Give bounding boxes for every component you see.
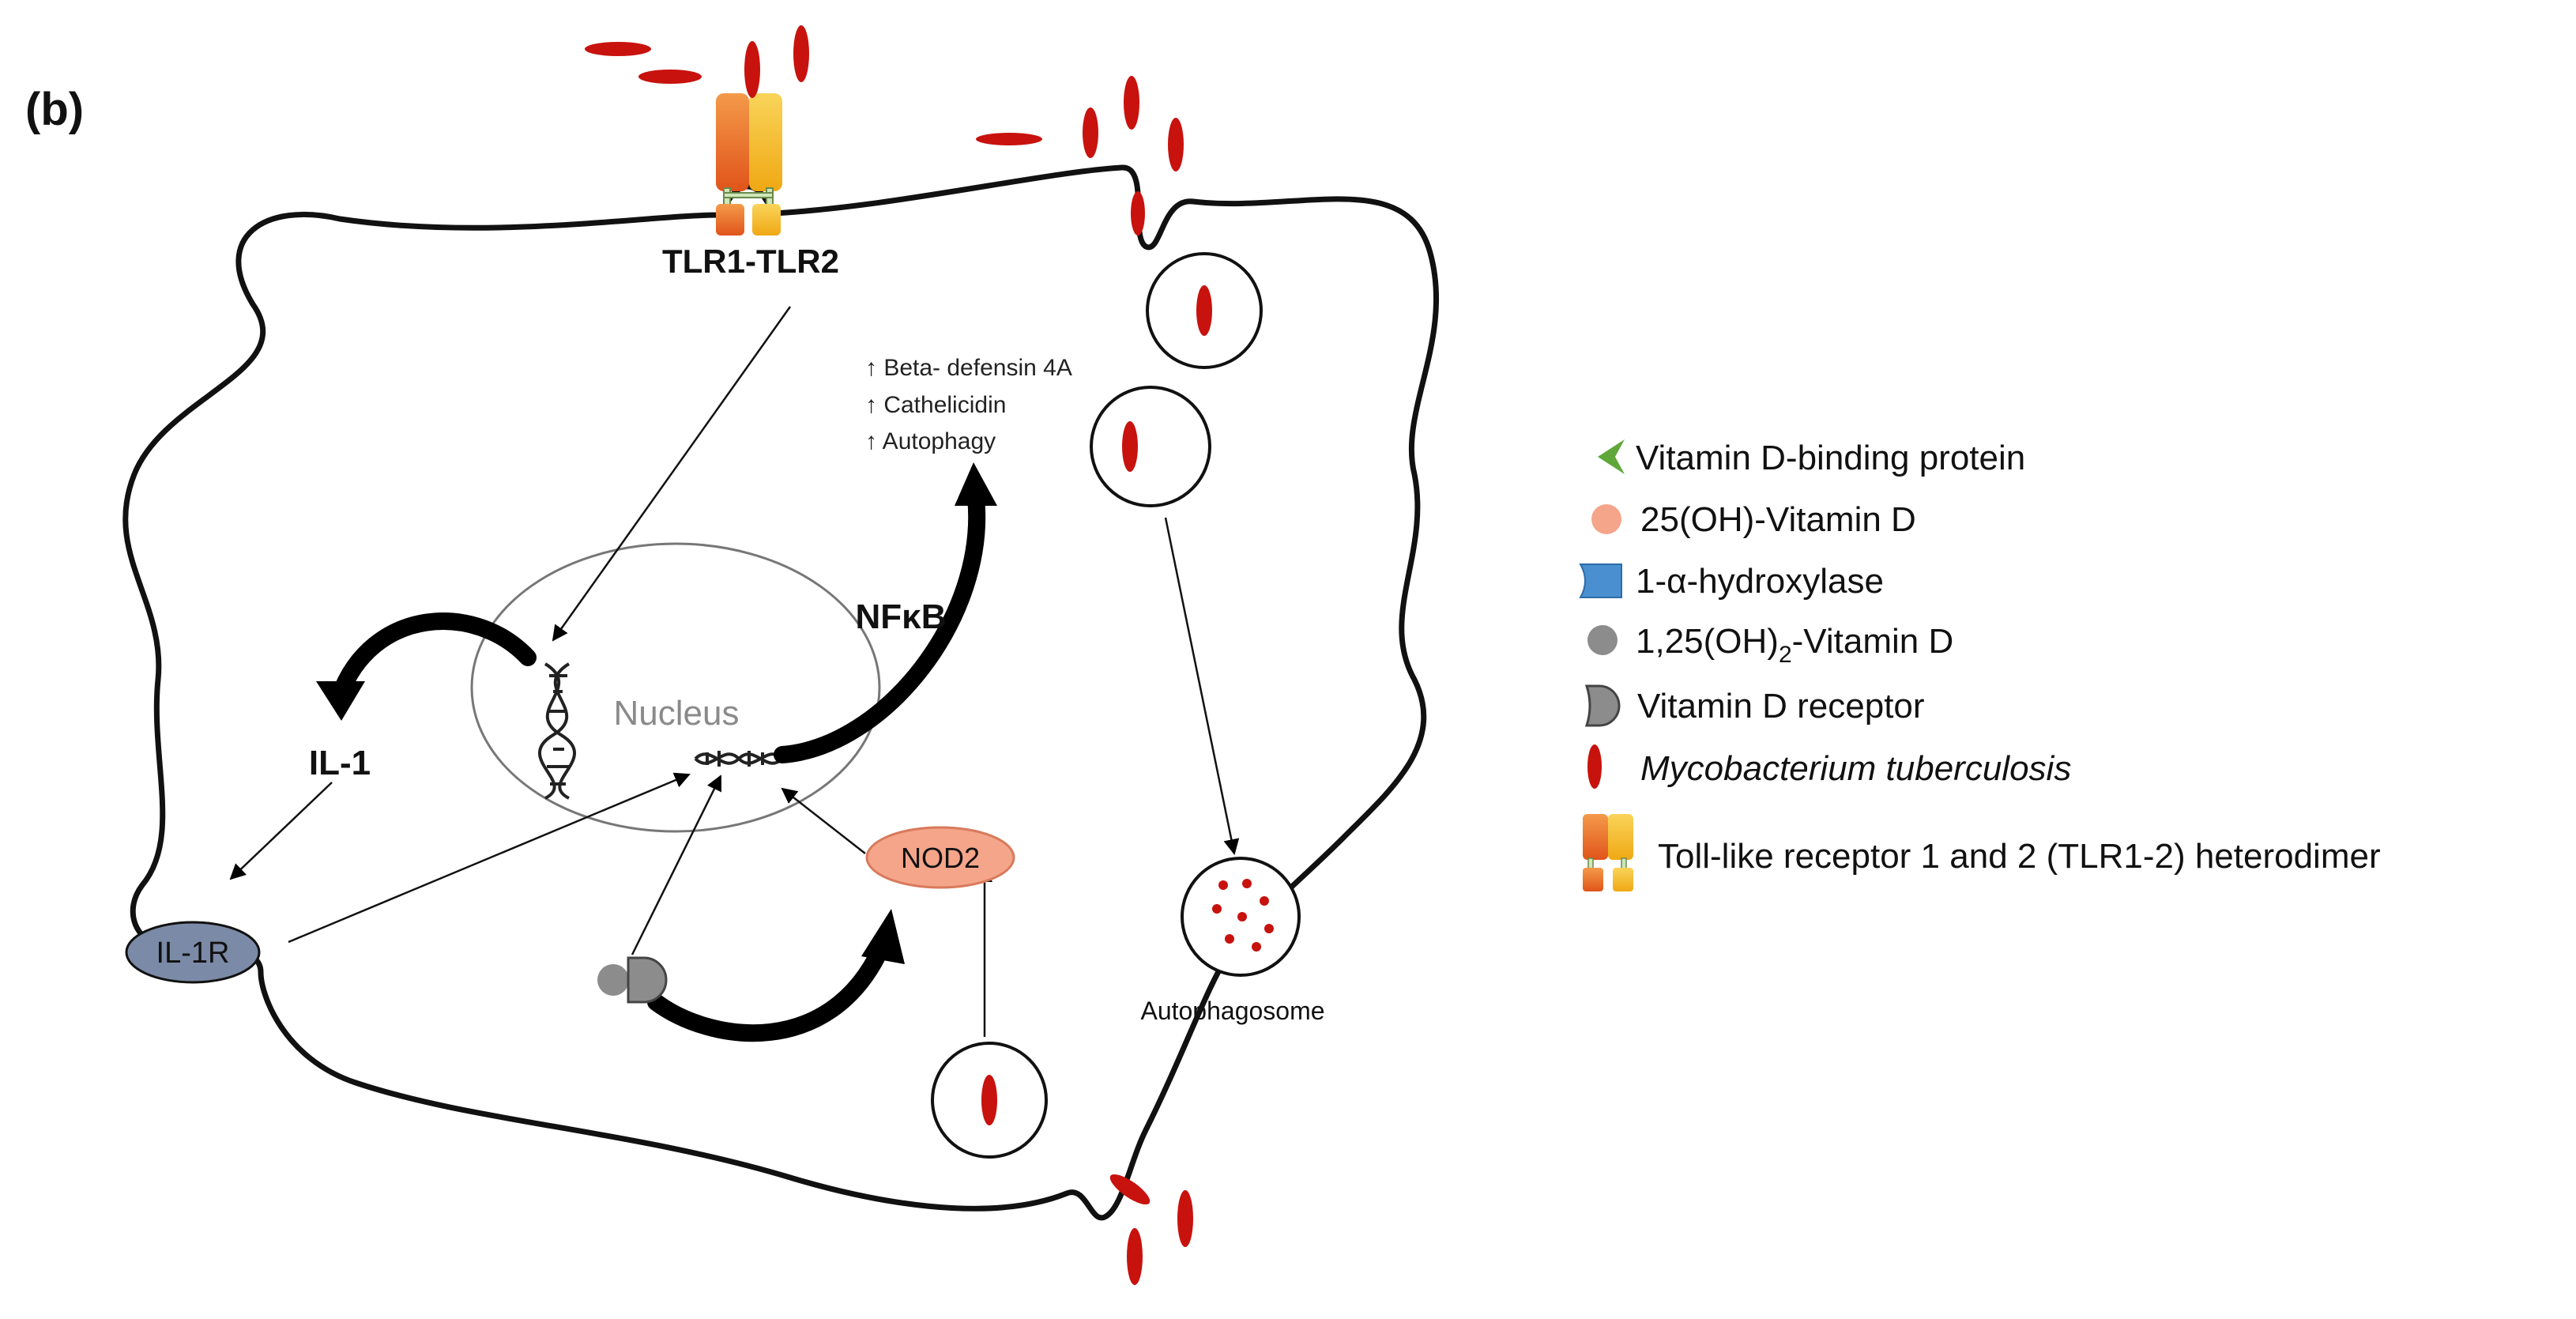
gray-circle-icon <box>1587 625 1618 655</box>
il1-label: IL-1 <box>309 744 371 782</box>
autophagosome <box>1181 857 1301 977</box>
tlr-label: TLR1-TLR2 <box>662 243 839 280</box>
legend-label: 1,25(OH)2-Vitamin D <box>1636 622 1953 668</box>
legend-label: Mycobacterium tuberculosis <box>1640 749 2071 788</box>
nod2-label: NOD2 <box>901 842 980 874</box>
legend-item-mtb: Mycobacterium tuberculosis <box>1587 744 2071 789</box>
legend-item-25ohd: 25(OH)-Vitamin D <box>1591 500 1916 539</box>
nod2-protein: NOD2 <box>865 826 1015 889</box>
nfkb-label: NFκB <box>856 597 947 636</box>
gray-d-shape-icon <box>1584 684 1621 727</box>
legend-label: Vitamin D-binding protein <box>1636 439 2025 477</box>
nucleus <box>470 542 881 833</box>
legend-item-tlr: Toll-like receptor 1 and 2 (TLR1-2) hete… <box>1583 814 2381 891</box>
phagosome-3 <box>931 1042 1048 1159</box>
green-arrowhead-icon <box>1598 439 1625 474</box>
legend-item-vdbp: Vitamin D-binding protein <box>1598 439 2025 477</box>
effect-item: ↑ Beta- defensin 4A <box>865 355 1072 381</box>
effects-list: ↑ Beta- defensin 4A ↑ Cathelicidin ↑ Aut… <box>865 355 1072 454</box>
phagosome-1 <box>1146 252 1263 369</box>
thick-arrow-nfkb <box>774 462 997 763</box>
legend-label: Vitamin D receptor <box>1637 687 1925 725</box>
extracellular-bacteria <box>585 25 1193 1285</box>
effect-item: ↑ Autophagy <box>865 428 996 454</box>
phagosome-2 <box>1090 386 1211 507</box>
thick-arrow-nod2 <box>647 909 905 1042</box>
thick-arrow-il1 <box>316 612 537 721</box>
signal-arrows <box>229 306 1240 1037</box>
nucleus-label: Nucleus <box>614 694 740 733</box>
dna-horizontal-icon <box>694 751 784 767</box>
legend: Vitamin D-binding protein 25(OH)-Vitamin… <box>1579 439 2381 891</box>
blue-notched-rect-icon <box>1579 563 1622 598</box>
autophagosome-label: Autophagosome <box>1140 997 1324 1025</box>
tlr1-tlr2-receptor <box>716 93 782 236</box>
legend-label: 1-α-hydroxylase <box>1636 562 1884 601</box>
vdr-complex <box>597 956 668 1004</box>
tlr-heterodimer-icon <box>1583 814 1633 891</box>
effect-item: ↑ Cathelicidin <box>865 392 1006 418</box>
legend-item-125ohd: 1,25(OH)2-Vitamin D <box>1587 622 1953 668</box>
red-ellipse-icon <box>1587 744 1602 789</box>
legend-item-hydroxylase: 1-α-hydroxylase <box>1579 562 1884 601</box>
panel-label: (b) <box>25 84 84 135</box>
legend-label: Toll-like receptor 1 and 2 (TLR1-2) hete… <box>1658 837 2381 876</box>
il1r-label: IL-1R <box>156 936 230 970</box>
legend-item-vdr: Vitamin D receptor <box>1584 684 1925 727</box>
legend-label: 25(OH)-Vitamin D <box>1640 500 1916 539</box>
salmon-circle-icon <box>1591 504 1621 534</box>
dna-vertical-icon <box>538 662 576 800</box>
il1r-receptor: IL-1R <box>125 921 261 984</box>
